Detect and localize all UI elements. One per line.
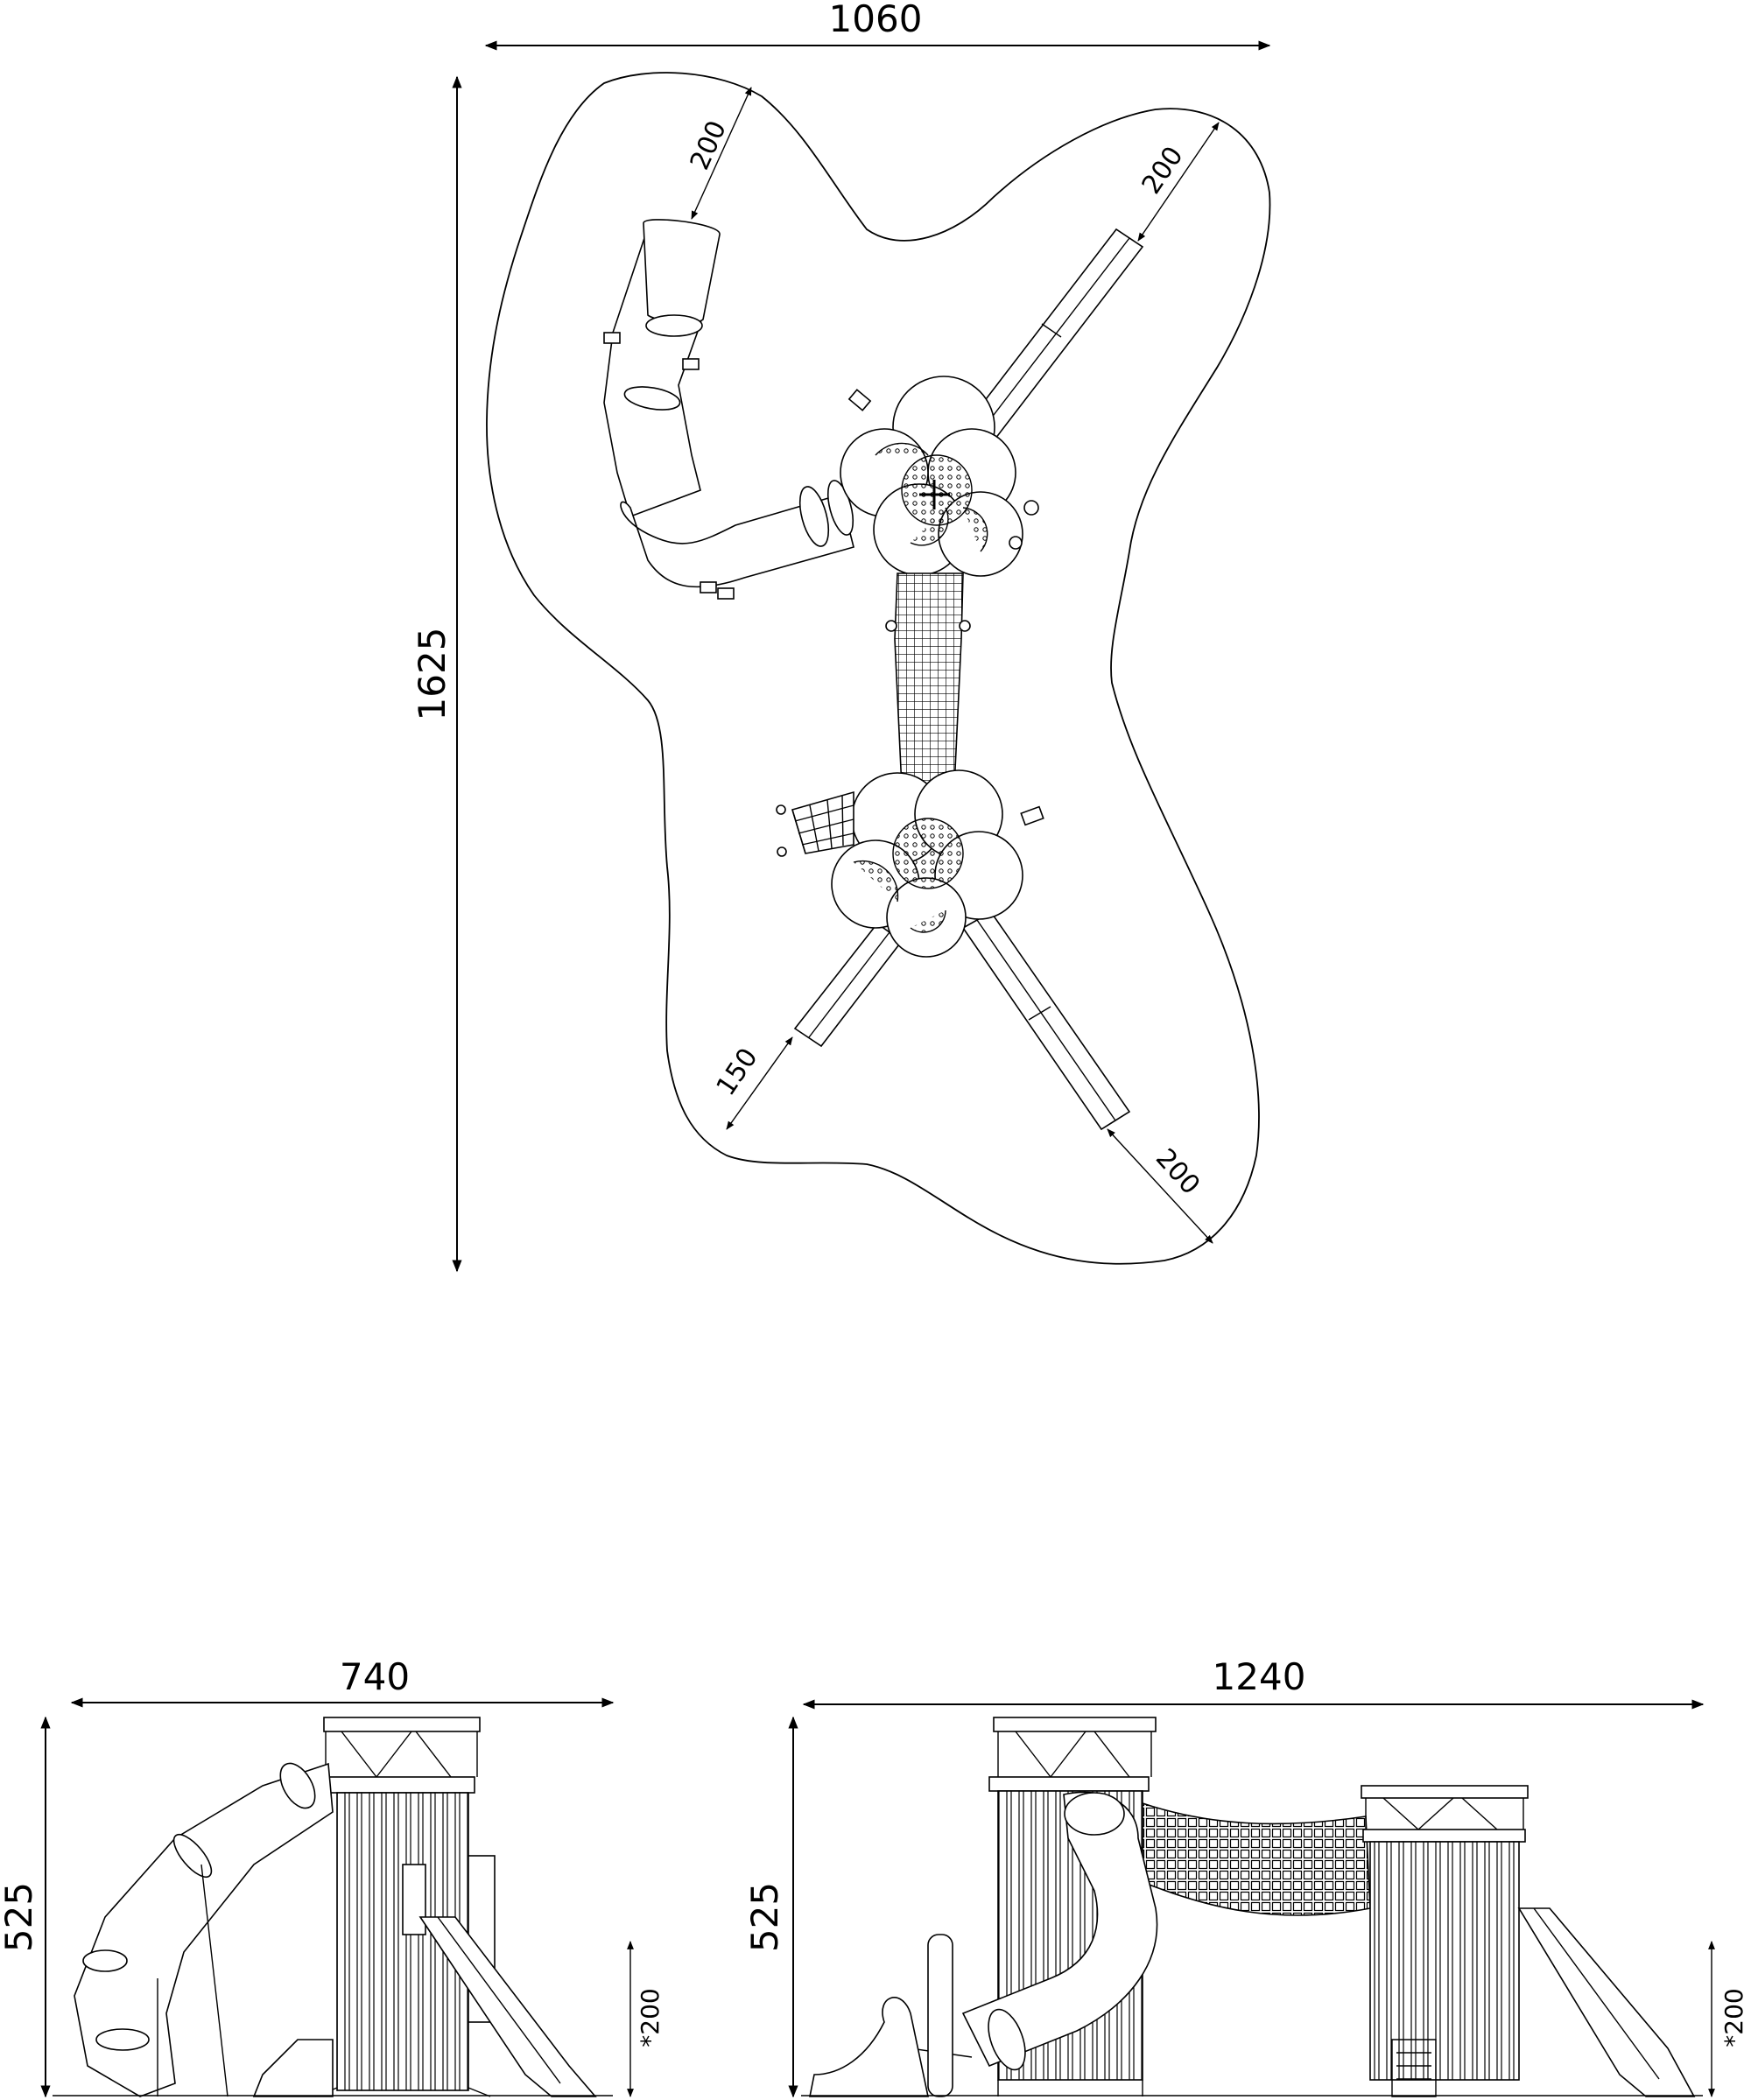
plan-height-dimension: 1625 [411,75,462,1273]
front-straight-slide-left [809,1997,929,2097]
front-tube-slide [883,1791,1158,2097]
net-bridge [885,572,971,789]
front-height-dimension: 525 [743,1716,798,2098]
side-tube-slide [74,1762,334,2097]
side-width-dimension: 740 [70,1655,615,1708]
clearance-sw: 150 [711,1036,793,1130]
side-view: 740 525 *200 [0,1655,665,2098]
slide-sw [793,922,904,1048]
front-ground-dimension: *200 [1708,1941,1748,2097]
clearance-ne: 200 [1136,122,1220,242]
front-ground-label: *200 [1719,1988,1748,2047]
side-height-dimension: 525 [0,1716,51,2098]
front-net-bridge [1142,1802,1371,1916]
front-width-dimension: 1240 [802,1655,1705,1710]
front-height-label: 525 [743,1882,786,1952]
clearance-ne-label: 200 [1136,141,1190,200]
side-ground-label: *200 [636,1988,665,2047]
front-right-tower [1361,1785,1529,2097]
plan-width-dimension: 1060 [484,0,1271,51]
plan-view: 1060 1625 200 200 150 200 [411,0,1271,1273]
plan-width-label: 1060 [829,0,923,40]
side-ground-dimension: *200 [627,1941,665,2097]
north-tower [840,376,1039,577]
clearance-se: 200 [1107,1128,1213,1244]
side-height-label: 525 [0,1882,40,1952]
clearance-sw-label: 150 [711,1043,764,1101]
slide-se [961,910,1131,1131]
south-tower [831,769,1044,958]
front-straight-slide-right [1517,1907,1696,2097]
front-view: 1240 525 *200 [743,1655,1748,2098]
plan-height-label: 1625 [411,628,454,721]
clearance-nw: 200 [685,87,752,220]
tube-slide [603,219,854,600]
front-width-label: 1240 [1213,1655,1306,1698]
rope-ladder [776,790,854,857]
side-tower [314,1717,496,2097]
safety-zone-outline [486,72,1271,1265]
clearance-se-label: 200 [1150,1143,1206,1201]
side-straight-slide [252,1916,597,2097]
side-width-label: 740 [340,1655,410,1698]
